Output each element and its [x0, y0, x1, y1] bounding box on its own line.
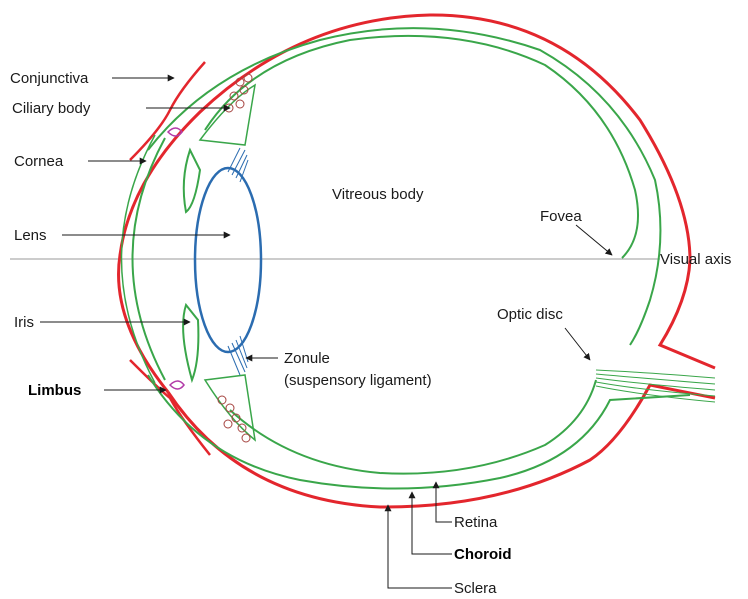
fovea-leader: [576, 225, 612, 255]
iris-upper: [184, 150, 200, 212]
label-limbus: Limbus: [28, 382, 81, 399]
label-sclera: Sclera: [454, 580, 497, 597]
zonule-fibers-lower: [228, 336, 248, 375]
label-lens: Lens: [14, 227, 47, 244]
label-iris: Iris: [14, 314, 34, 331]
label-ciliary-body: Ciliary body: [12, 100, 91, 117]
label-choroid: Choroid: [454, 546, 512, 563]
label-zonule-sub: (suspensory ligament): [284, 372, 432, 389]
sclera-outline: [119, 15, 715, 507]
conjunctiva-upper: [130, 62, 205, 160]
label-conjunctiva: Conjunctiva: [10, 70, 89, 87]
choroid-layer-lower: [148, 375, 690, 489]
retina-layer-lower: [230, 380, 596, 474]
label-zonule: Zonule: [284, 350, 330, 367]
lens-shape: [195, 168, 261, 352]
sclera-leader: [388, 505, 452, 588]
label-visual-axis: Visual axis: [660, 251, 731, 268]
label-cornea: Cornea: [14, 153, 64, 170]
iris-lower: [183, 305, 198, 380]
conjunctiva-lower: [130, 360, 210, 455]
leader-lines: [40, 78, 612, 588]
ciliary-body-lower: [205, 375, 255, 440]
limbus-loop-lower: [170, 381, 184, 389]
label-optic-disc: Optic disc: [497, 306, 563, 323]
ciliary-body-upper: [200, 85, 255, 145]
label-vitreous-body: Vitreous body: [332, 186, 424, 203]
label-retina: Retina: [454, 514, 498, 531]
zonule-fibers-upper: [228, 148, 248, 182]
choroid-leader: [412, 492, 452, 554]
label-fovea: Fovea: [540, 208, 582, 225]
optic-disc-leader: [565, 328, 590, 360]
